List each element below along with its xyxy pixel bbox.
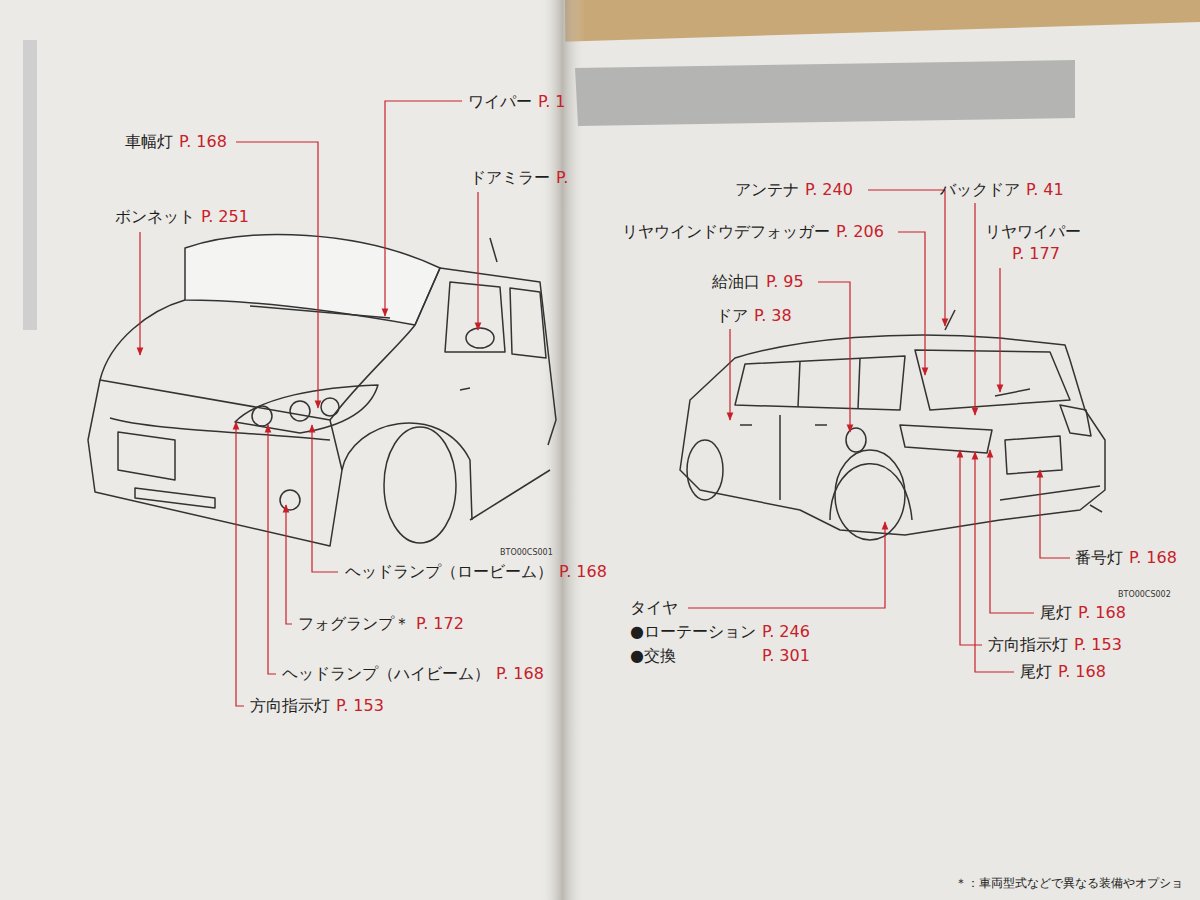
page-reference: P. 1 xyxy=(538,92,566,111)
part-name: アンテナ xyxy=(735,180,799,199)
part-name: 給油口 xyxy=(712,272,760,291)
page-reference: P. 177 xyxy=(1012,244,1060,263)
page-reference: P. 41 xyxy=(1026,180,1064,199)
page-reference: P. 168 xyxy=(496,664,544,683)
part-name: ドア xyxy=(716,306,748,325)
page-reference: P. 172 xyxy=(416,614,464,633)
page-reference: P. 240 xyxy=(805,180,853,199)
part-name: ●ローテーション xyxy=(630,622,756,641)
part-name: ワイパー xyxy=(468,92,532,111)
page-reference: P. 95 xyxy=(766,272,804,291)
part-name: リヤウインドウデフォッガー xyxy=(622,222,830,241)
part-name: リヤワイパー xyxy=(985,222,1081,241)
page-reference: P. 246 xyxy=(762,622,810,641)
page-reference: P. 38 xyxy=(754,306,792,325)
rear-car-illustration xyxy=(680,310,1105,540)
part-name: フォグランプ＊ xyxy=(298,614,410,633)
part-name: ドアミラー xyxy=(470,168,550,187)
leader-lines xyxy=(140,101,1070,706)
part-name: バックドア xyxy=(940,180,1020,199)
page-reference: P. 206 xyxy=(836,222,884,241)
part-name: 方向指示灯 xyxy=(988,635,1068,654)
part-name: ●交換 xyxy=(630,646,676,665)
part-name: 方向指示灯 xyxy=(250,696,330,715)
part-name: ボンネット xyxy=(115,207,195,226)
page-reference: P. 153 xyxy=(1074,635,1122,654)
page-reference: P. xyxy=(556,168,568,187)
page-reference: P. 168 xyxy=(1058,662,1106,681)
part-name: 尾灯 xyxy=(1020,662,1052,681)
page-reference: P. 251 xyxy=(201,207,249,226)
page-reference: P. 168 xyxy=(179,132,227,151)
part-name: タイヤ xyxy=(630,598,678,617)
part-name: 尾灯 xyxy=(1040,603,1072,622)
page-reference: P. 168 xyxy=(559,562,607,581)
part-name: 番号灯 xyxy=(1075,548,1123,567)
front-car-illustration xyxy=(88,235,556,546)
footnote: ＊：車両型式などで異なる装備やオプショ xyxy=(955,876,1183,890)
part-name: ヘッドランプ（ロービーム） xyxy=(345,562,553,581)
figure-code: BTO00CS001 xyxy=(500,548,553,558)
part-name: 車幅灯 xyxy=(125,132,173,151)
part-name: ヘッドランプ（ハイビーム） xyxy=(282,664,490,683)
page-reference: P. 168 xyxy=(1078,603,1126,622)
page-reference: P. 153 xyxy=(336,696,384,715)
figure-code: BTO00CS002 xyxy=(1118,590,1171,600)
page-reference: P. 301 xyxy=(762,646,810,665)
page-reference: P. 168 xyxy=(1129,548,1177,567)
